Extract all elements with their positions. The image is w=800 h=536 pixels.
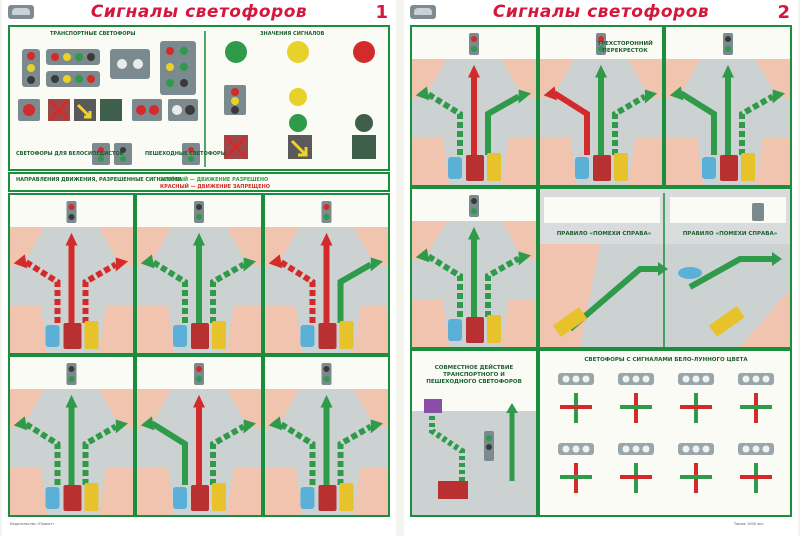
signals-legend: Транспортные светофоры Значения сигналов… bbox=[8, 25, 390, 171]
intersection-scene bbox=[265, 357, 388, 515]
directions-title: Направления движения, разрешенные сигнал… bbox=[16, 177, 182, 183]
signal-meanings-label: Значения сигналов bbox=[260, 31, 325, 37]
intersection-scene bbox=[265, 195, 388, 353]
green-note: Зелёный — движение разрешено bbox=[160, 177, 269, 183]
right-panel-3 bbox=[664, 25, 792, 187]
sheet-2-header: Сигналы светофоров 2 bbox=[404, 0, 798, 24]
intersection-scene bbox=[137, 195, 261, 353]
intersection-scene bbox=[412, 189, 536, 347]
priority-left-caption: Правило «Помехи справа» bbox=[556, 231, 652, 237]
sheet-1-header: Сигналы светофоров 1 bbox=[2, 0, 396, 24]
footer-right: Тираж 1000 экз. bbox=[734, 522, 765, 526]
white-lunar-panel: Светофоры с сигналами бело-лунного цвета bbox=[538, 349, 792, 517]
intersection-scene bbox=[666, 27, 790, 185]
car-badge-icon bbox=[8, 5, 34, 19]
intersection-scene bbox=[10, 357, 133, 515]
poster-sheet-2: Сигналы светофоров 2 Трехсторонний перек… bbox=[404, 0, 798, 536]
sheet-1-title: Сигналы светофоров bbox=[90, 2, 308, 22]
joint-action-illustration bbox=[412, 351, 536, 515]
sheet-2-title: Сигналы светофоров bbox=[492, 2, 710, 22]
directions-strip: Направления движения, разрешенные сигнал… bbox=[8, 172, 390, 192]
sheet-2-number: 2 bbox=[777, 2, 790, 23]
intersection-scene bbox=[412, 27, 536, 185]
three-way-caption: Трехсторонний перекресток bbox=[597, 41, 653, 54]
joint-action-panel: Совместное действие транспортного и пеше… bbox=[410, 349, 538, 517]
intersection-scene bbox=[10, 195, 133, 353]
intersection-panel-1 bbox=[8, 193, 135, 355]
joint-action-caption: Совместное действие транспортного и пеше… bbox=[426, 365, 522, 385]
sheet-1-number: 1 bbox=[375, 2, 388, 23]
white-lunar-caption: Светофоры с сигналами бело-лунного цвета bbox=[584, 357, 748, 363]
intersection-panel-4 bbox=[8, 355, 135, 517]
intersection-panel-5 bbox=[135, 355, 263, 517]
intersection-panel-3 bbox=[263, 193, 390, 355]
transport-lights-label: Транспортные светофоры bbox=[50, 31, 136, 37]
intersection-scene bbox=[137, 357, 261, 515]
intersection-panel-2 bbox=[135, 193, 263, 355]
priority-illustration bbox=[540, 193, 790, 347]
cyclist-badge-icon bbox=[410, 5, 436, 19]
footer-left: Издательство «Плакат» bbox=[10, 522, 55, 526]
priority-right-caption: Правило «Помехи справа» bbox=[682, 231, 778, 237]
right-panel-2: Трехсторонний перекресток bbox=[538, 25, 664, 187]
poster-sheet-1: Сигналы светофоров 1 Транспортные светоф… bbox=[2, 0, 396, 536]
intersection-scene bbox=[540, 27, 662, 185]
legend-illustrations bbox=[18, 31, 376, 167]
intersection-panel-6 bbox=[263, 355, 390, 517]
white-lunar-grid bbox=[558, 373, 774, 493]
right-panel-4 bbox=[410, 187, 538, 349]
cyclist-lights-label: Светофоры для велосипедистов bbox=[16, 151, 124, 157]
red-note: Красный — движение запрещено bbox=[160, 184, 270, 190]
priority-panel: Правило «Помехи справа» Правило «Помехи … bbox=[538, 187, 792, 349]
pedestrian-lights-label: Пешеходные светофоры bbox=[145, 151, 226, 157]
right-panel-1 bbox=[410, 25, 538, 187]
